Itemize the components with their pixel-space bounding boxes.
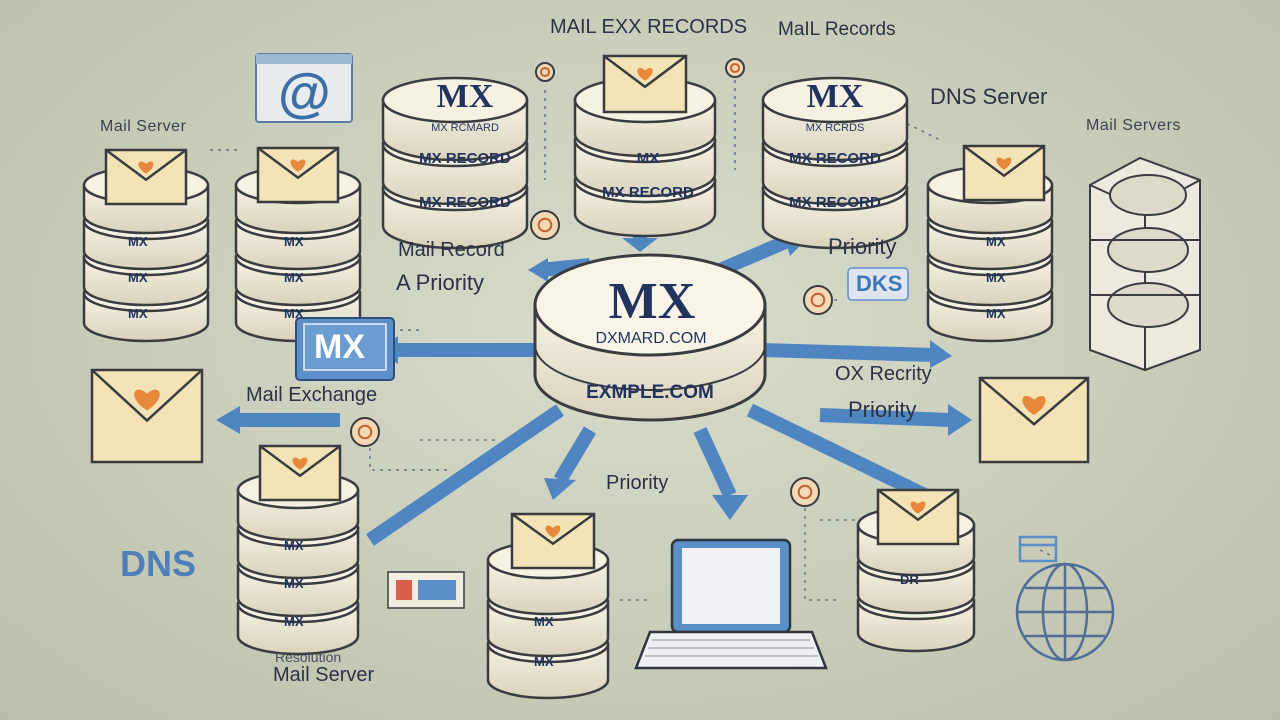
top-middle-stack-line1: MX — [636, 150, 660, 167]
top-left-stack-line2: MX RECORD — [419, 150, 511, 167]
top-right-stack-line1: MX RCRDS — [805, 122, 865, 134]
hub-domain: EXMPLE.COM — [586, 382, 714, 403]
top-right-stack-line2: MX RECORD — [789, 150, 881, 167]
at-icon-3 — [803, 285, 833, 315]
top-middle-stack-line2: MX RECORD — [602, 184, 694, 201]
stack3-tag-b: MX — [986, 270, 1006, 285]
stack2-tag-b: MX — [284, 270, 304, 285]
stack4-tag-c: MX — [284, 614, 304, 629]
stack3-tag-c: MX — [986, 306, 1006, 321]
stack2-tag-c: MX — [284, 306, 304, 321]
at-icon-4 — [790, 477, 820, 507]
stack3-tag-a: MX — [986, 234, 1006, 249]
mx-badge — [295, 317, 395, 381]
envelope-icon-9 — [876, 488, 960, 546]
stack5-tag-b: MX — [534, 654, 554, 669]
top-left-stack-line1: MX RCMARD — [431, 122, 499, 134]
priority-center-label: Priority — [606, 472, 669, 494]
mail-records-label: MaIL Records — [778, 19, 896, 40]
rack-server-icon — [1089, 156, 1201, 372]
flow-arrows — [235, 225, 951, 546]
dns-label: DNS — [120, 543, 197, 584]
stack1-tag-a: MX — [128, 234, 148, 249]
priority-right-label: Priority — [828, 234, 897, 259]
arrow-heads — [216, 228, 972, 520]
at-icon-6 — [725, 58, 745, 78]
envelope-icon-2 — [256, 146, 340, 204]
stack4-tag-a: MX — [284, 538, 304, 553]
stack2-tag-a: MX — [284, 234, 304, 249]
mail-record-label: Mail Record — [398, 239, 505, 261]
mx-record-stack-right — [761, 76, 909, 250]
mx-badge-label: MX — [314, 328, 365, 366]
dks-label: DKS — [856, 271, 903, 296]
stack5-tag-a: MX — [534, 614, 554, 629]
at-icon-1 — [530, 210, 560, 240]
hub-title: MX — [608, 273, 696, 330]
dns-server-label: DNS Server — [930, 84, 1048, 109]
envelope-icon-1 — [104, 148, 188, 206]
envelope-icon-8 — [510, 512, 596, 570]
envelope-icon-3 — [602, 54, 688, 114]
stack1-tag-c: MX — [128, 306, 148, 321]
dks-tag — [847, 267, 909, 301]
at-card-symbol: @ — [278, 63, 331, 123]
top-right-stack-title: MX — [806, 78, 864, 115]
mail-server-bottom-label: Mail Server — [273, 664, 375, 686]
envelope-icon-7 — [258, 444, 342, 502]
central-mx-hub — [533, 253, 767, 422]
hub-subtitle: DXMARD.COM — [595, 330, 707, 347]
mx-record-stack-left — [381, 76, 529, 250]
mail-exchange-label: Mail Exchange — [246, 384, 378, 406]
priority-mid-right-label: Priority — [848, 397, 917, 422]
envelope-icon-5 — [90, 368, 204, 464]
at-icon-2 — [350, 417, 380, 447]
resolution-label: Resolution — [275, 649, 342, 665]
mail-exx-records-label: MAIL EXX RECORDS — [550, 16, 748, 38]
envelope-icon-4 — [962, 144, 1046, 202]
at-card — [255, 53, 353, 123]
mail-server-left-label: Mail Server — [100, 118, 187, 135]
globe-icon — [1015, 562, 1115, 662]
stack4-tag-b: MX — [284, 576, 304, 591]
window-icon — [1018, 535, 1058, 563]
envelope-icon-6 — [978, 376, 1090, 464]
top-left-stack-title: MX — [436, 78, 494, 115]
mail-servers-right-label: Mail Servers — [1086, 117, 1181, 134]
flag-tag-icon — [387, 571, 465, 609]
stack1-tag-b: MX — [128, 270, 148, 285]
top-left-stack-line3: MX RECORD — [419, 194, 511, 211]
laptop-icon — [634, 538, 828, 670]
stack6-tag-a: DR — [900, 572, 919, 587]
top-right-stack-line3: MX RECORD — [789, 194, 881, 211]
a-priority-label: A Priority — [396, 270, 485, 295]
at-icon-5 — [535, 62, 555, 82]
ox-recrity-label: OX Recrity — [835, 363, 932, 385]
